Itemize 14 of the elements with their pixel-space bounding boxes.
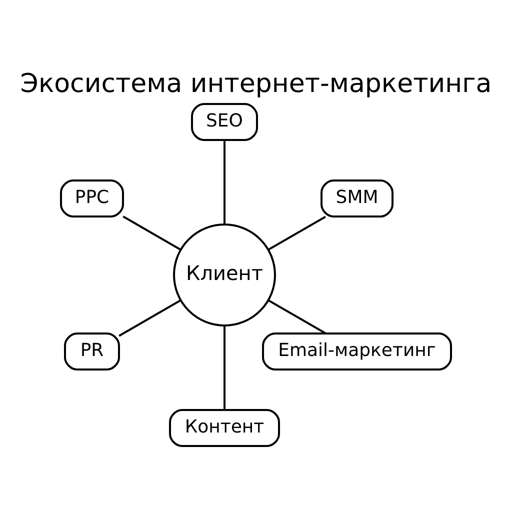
node-box: PPC (60, 179, 124, 217)
connector (118, 298, 182, 336)
node-circle: Клиент (173, 223, 276, 326)
diagram-title: Экосистема интернет-маркетинга (20, 68, 492, 98)
node-box: SMM (320, 179, 394, 217)
node-box: Email-маркетинг (262, 332, 452, 370)
connector (268, 215, 326, 250)
connector (268, 298, 326, 334)
connector (224, 140, 226, 224)
node-box: Контент (169, 408, 280, 446)
node-box: SEO (191, 102, 258, 140)
connector (224, 325, 226, 410)
node-box: PR (64, 332, 120, 370)
connector (122, 215, 182, 250)
